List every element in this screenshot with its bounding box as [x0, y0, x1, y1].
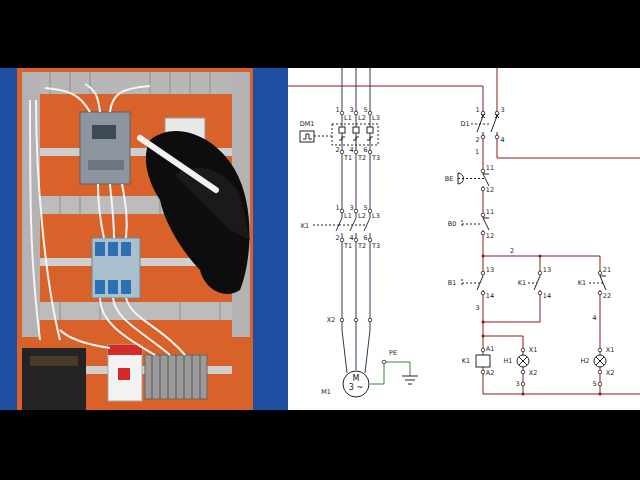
terminal-number: 22: [602, 293, 611, 300]
terminal-number: 2: [475, 137, 480, 144]
terminal-number: X1: [605, 347, 615, 354]
terminal-number: 1: [335, 107, 340, 114]
terminal-number: T1: [343, 243, 352, 250]
terminal-number: X2: [528, 370, 538, 377]
device-tag: B1: [447, 280, 457, 287]
terminal-number: 5: [363, 107, 368, 114]
diagram-sheet: [288, 68, 640, 410]
terminal-number: L1: [344, 213, 353, 220]
blue-frame: [0, 68, 288, 410]
terminal-number: 4: [349, 147, 354, 154]
device-tag: K1: [517, 280, 526, 287]
device-tag: M1: [321, 389, 332, 396]
terminal-number: A2: [485, 370, 495, 377]
terminal-number: T2: [357, 155, 366, 162]
terminal-number: L3: [372, 213, 381, 220]
device-tag: K1: [577, 280, 586, 287]
terminal-number: 12: [485, 187, 494, 194]
terminal-number: 11: [485, 165, 494, 172]
terminal-number: T1: [343, 155, 352, 162]
terminal-number: 3: [500, 107, 505, 114]
earth-tag: PE: [388, 350, 397, 357]
terminal-number: 13: [542, 267, 551, 274]
terminal-number: 2: [509, 248, 514, 255]
motor-symbol: M3 ~: [342, 370, 370, 398]
terminal-dots: [481, 111, 602, 395]
terminal-number: T2: [357, 243, 366, 250]
device-tag: X2: [326, 317, 336, 324]
terminal-number: L3: [372, 115, 381, 122]
breaker-dm1-symbol: [300, 124, 378, 225]
terminal-number: 4: [592, 315, 597, 322]
terminal-number: 12: [485, 233, 494, 240]
node-text: 3 ~: [349, 384, 363, 393]
terminal-number: 2: [335, 147, 340, 154]
device-tag: K1: [461, 358, 470, 365]
terminal-number: 3: [475, 305, 480, 312]
control-wiring: [288, 68, 640, 394]
terminal-number: A1: [485, 346, 495, 353]
device-tag: K1: [300, 223, 309, 230]
terminal-number: 5: [363, 205, 368, 212]
terminal-number: 14: [485, 293, 494, 300]
device-tag: DM1: [299, 121, 315, 128]
terminal-number: L1: [344, 115, 353, 122]
terminal-number: T3: [371, 155, 380, 162]
terminal-number: 3: [349, 205, 354, 212]
terminal-number: 21: [602, 267, 611, 274]
earth-wire: [370, 362, 410, 384]
terminal-number: X2: [605, 370, 615, 377]
terminal-number: 6: [363, 147, 368, 154]
terminal-number: 5: [592, 381, 597, 388]
terminal-number: L2: [358, 115, 367, 122]
terminal-number: 1: [475, 107, 480, 114]
terminal-number: 14: [542, 293, 551, 300]
device-tag: BE: [444, 176, 454, 183]
terminal-number: 2: [335, 235, 340, 242]
ground-symbol: [382, 360, 418, 384]
node-text: M: [349, 375, 363, 384]
terminal-number: X1: [528, 347, 538, 354]
terminal-number: 3: [349, 107, 354, 114]
panel-photo: [17, 68, 253, 410]
terminal-number: L2: [358, 213, 367, 220]
device-tag: H1: [503, 358, 513, 365]
control-symbols: [458, 114, 606, 367]
terminal-number: 11: [485, 209, 494, 216]
terminal-number: 1: [335, 205, 340, 212]
terminal-number: 4: [500, 137, 505, 144]
power-wiring: [336, 68, 370, 373]
terminal-dots: [340, 111, 372, 322]
terminal-number: 1: [474, 149, 479, 156]
terminal-number: 13: [485, 267, 494, 274]
device-tag: B0: [447, 221, 457, 228]
terminal-number: 6: [363, 235, 368, 242]
device-tag: D1: [460, 121, 470, 128]
device-tag: H2: [580, 358, 590, 365]
terminal-number: 4: [349, 235, 354, 242]
terminal-number: 3: [515, 381, 520, 388]
terminal-number: T3: [371, 243, 380, 250]
